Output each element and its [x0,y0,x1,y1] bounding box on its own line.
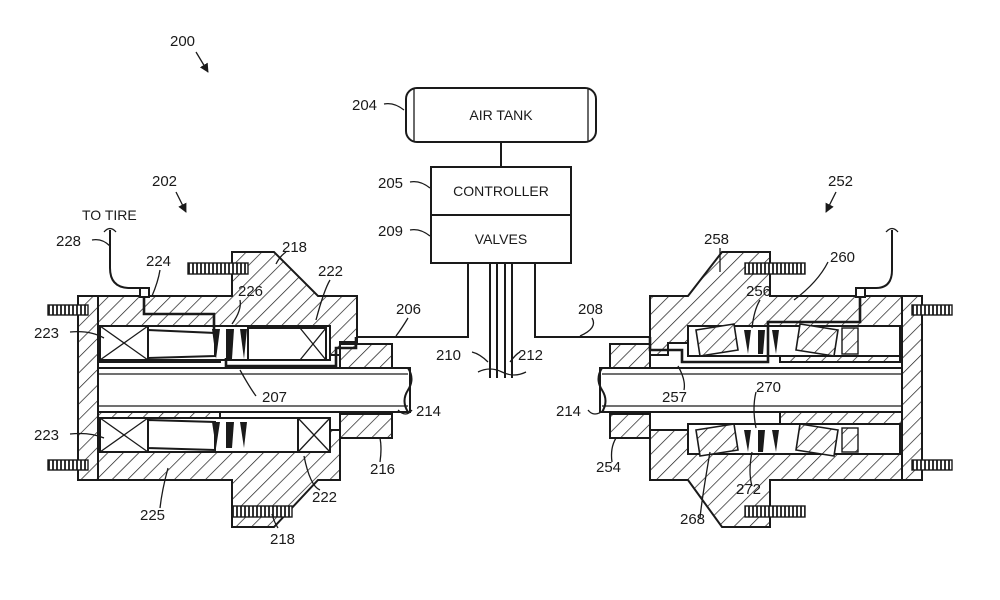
label-272: 272 [736,481,761,498]
label-260: 260 [830,249,855,266]
label-208: 208 [578,301,603,318]
left-stud-top [187,262,249,275]
left-tire-line [109,230,140,289]
valves-box [430,214,572,264]
label-218-top: 218 [282,239,307,256]
label-207: 207 [262,389,287,406]
left-stud-upper [47,304,89,316]
label-270: 270 [756,379,781,396]
label-216: 216 [370,461,395,478]
label-223-bottom: 223 [34,427,59,444]
right-tire-line [866,230,893,289]
controller-label: CONTROLLER [453,183,549,199]
right-bearing-upper [695,323,859,357]
valves-label: VALVES [475,231,527,247]
left-seal-upper [212,329,247,359]
label-222-top: 222 [318,263,343,280]
left-stud-bottom [231,505,293,518]
label-258: 258 [704,231,729,248]
air-line-206 [356,263,469,338]
left-air-channel [142,296,216,331]
label-206: 206 [396,301,421,318]
left-seal-lower [212,422,247,448]
label-254: 254 [596,459,621,476]
label-218-bottom: 218 [270,531,295,548]
label-228: 228 [56,233,81,250]
label-256: 256 [746,283,771,300]
right-stud-bottom [744,505,806,518]
label-252: 252 [828,173,853,190]
label-202: 202 [152,173,177,190]
left-axle [97,367,411,413]
label-205: 205 [378,175,403,192]
right-axle [599,367,903,413]
air-tank-label: AIR TANK [469,107,533,123]
reference-labels: 200 202 252 204 205 209 206 208 210 212 … [34,33,855,548]
label-214-right: 214 [556,403,581,420]
label-225: 225 [140,507,165,524]
right-hub-assembly [597,227,953,528]
label-212: 212 [518,347,543,364]
right-air-channel [648,296,862,364]
label-224: 224 [146,253,171,270]
label-222-bottom: 222 [312,489,337,506]
label-223-top: 223 [34,325,59,342]
right-stud-upper [911,304,953,316]
left-stud-lower [47,459,89,471]
label-268: 268 [680,511,705,528]
air-line-208 [534,263,650,338]
label-204: 204 [352,97,377,114]
label-257: 257 [662,389,687,406]
label-226: 226 [238,283,263,300]
label-210: 210 [436,347,461,364]
left-hub-assembly [47,227,413,528]
right-bearing-lower [695,423,859,457]
label-200: 200 [170,33,195,50]
right-stud-lower [911,459,953,471]
label-209: 209 [378,223,403,240]
leader-lines [69,51,837,529]
to-tire-label: TO TIRE [82,207,137,223]
box-labels: AIR TANK CONTROLLER VALVES [453,107,549,247]
right-stud-top [744,262,806,275]
label-214-left: 214 [416,403,441,420]
